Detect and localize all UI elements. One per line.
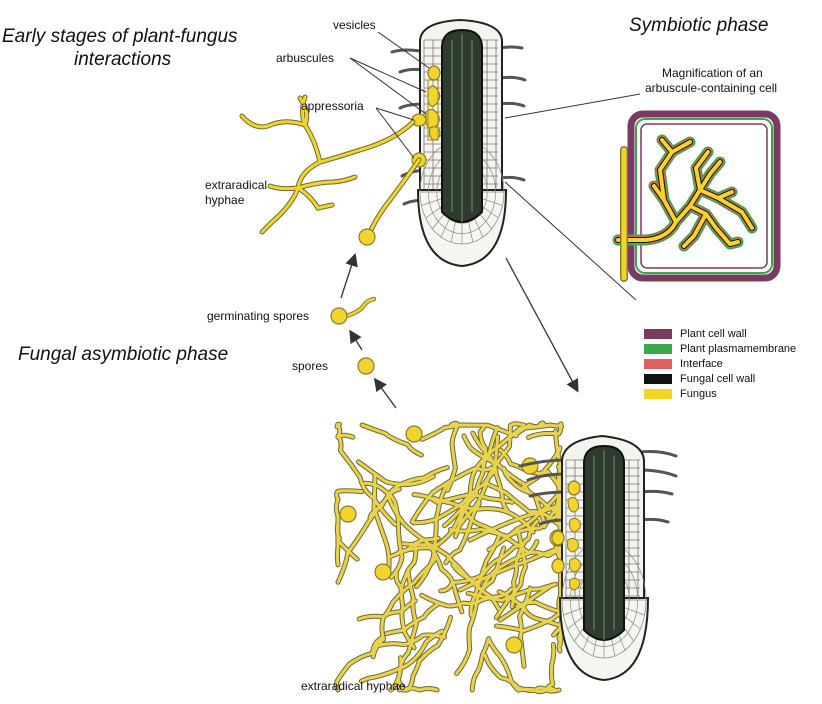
network-spore xyxy=(374,563,392,581)
legend-label: Fungus xyxy=(680,387,717,400)
arrows xyxy=(340,253,579,409)
label-extraradical-top-line2: hyphae xyxy=(205,193,245,207)
root-top xyxy=(390,18,527,268)
extraradical-hyphae-early xyxy=(239,94,422,235)
intraradical-fungus-bottom xyxy=(567,496,581,591)
network-spore xyxy=(405,425,423,443)
label-vesicles: vesicles xyxy=(333,18,376,32)
magnified-cell xyxy=(612,110,781,282)
label-spores: spores xyxy=(292,359,329,373)
germinating-spore xyxy=(330,307,348,325)
legend-label: Plant cell wall xyxy=(680,327,747,340)
network-spore xyxy=(505,636,523,654)
label-arbuscules: arbuscules xyxy=(276,51,335,65)
stele-lines-bottom xyxy=(593,450,615,640)
germinated-spore xyxy=(358,228,376,246)
title-fungal-asymbiotic-phase: Fungal asymbiotic phase xyxy=(18,344,229,365)
legend-item-fungal-cell-wall: Fungal cell wall xyxy=(644,371,796,386)
legend-label: Fungal cell wall xyxy=(680,372,756,385)
vesicle xyxy=(427,65,441,81)
extraradical-hyphae-network xyxy=(333,420,569,695)
legend-swatch xyxy=(644,358,672,369)
legend-swatch xyxy=(644,388,672,399)
network-spore xyxy=(339,505,357,523)
label-appressoria: appressoria xyxy=(301,99,364,113)
intraradical-fungus-top xyxy=(425,79,441,141)
legend-swatch xyxy=(644,343,672,354)
arrow-spore-to-germinating xyxy=(349,329,363,351)
stele-lines-top xyxy=(451,34,473,222)
legend-item-fungus: Fungus xyxy=(644,386,796,401)
arrow-bottom-to-spore xyxy=(373,377,397,409)
legend-label: Plant plasmamembrane xyxy=(680,342,797,355)
label-magnification-line1: Magnification of an xyxy=(662,66,763,80)
arrow-germinating-to-germinated xyxy=(340,253,358,299)
title-early-stages-line2: interactions xyxy=(74,49,172,70)
title-early-stages-line1: Early stages of plant-fungus xyxy=(2,26,238,47)
legend-label: Interface xyxy=(680,357,723,370)
leader-lines xyxy=(349,31,641,301)
arrow-symbiotic-to-colonized xyxy=(505,257,579,393)
legend-swatch xyxy=(644,328,672,339)
label-magnification-line2: arbuscule-containing cell xyxy=(645,81,778,95)
label-germinating-spores: germinating spores xyxy=(207,309,310,323)
magnified-arbuscule xyxy=(612,134,758,252)
label-extraradical-top-line1: extraradical xyxy=(205,178,268,192)
title-symbiotic-phase: Symbiotic phase xyxy=(629,15,769,36)
legend-swatch xyxy=(644,373,672,384)
legend-item-interface: Interface xyxy=(644,356,796,371)
root-bottom xyxy=(518,434,678,682)
legend-item-plant-cell-wall: Plant cell wall xyxy=(644,326,796,341)
spore xyxy=(357,357,375,375)
legend-item-plant-plasmamembrane: Plant plasmamembrane xyxy=(644,341,796,356)
legend: Plant cell wall Plant plasmamembrane Int… xyxy=(644,326,796,401)
label-extraradical-bottom: extraradical hyphae xyxy=(301,679,406,693)
